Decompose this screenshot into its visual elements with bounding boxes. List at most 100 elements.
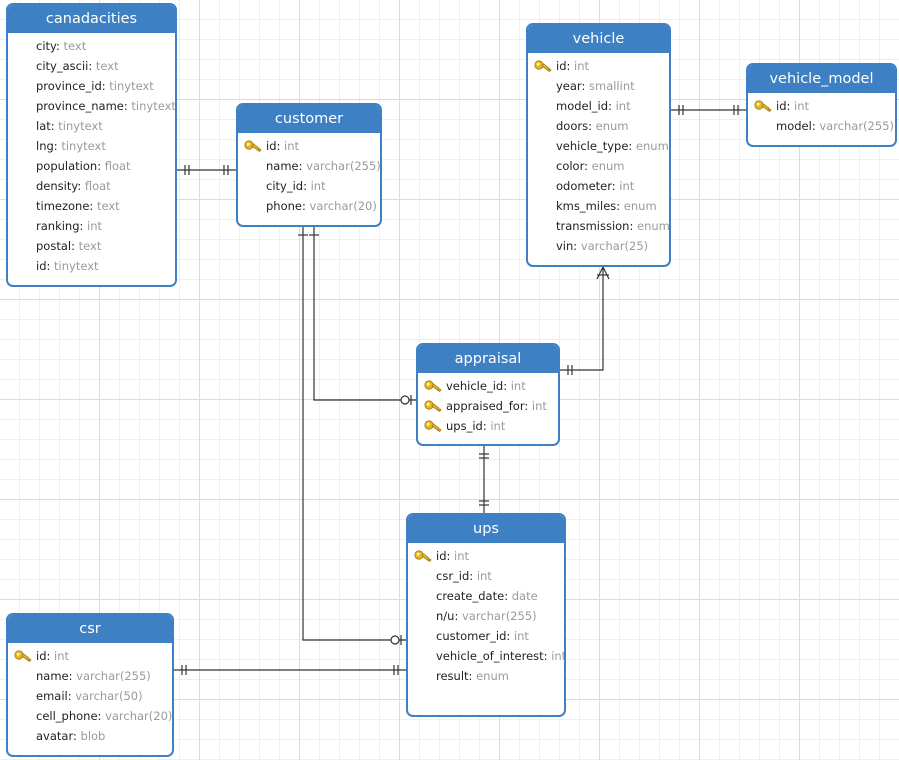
- field-text: population: float: [36, 156, 131, 176]
- field-name: avatar: [36, 729, 73, 743]
- field-row[interactable]: city_ascii: text: [8, 56, 175, 76]
- field-row[interactable]: model_id: int: [528, 96, 669, 116]
- field-name: city: [36, 39, 56, 53]
- field-row[interactable]: id: int: [8, 646, 172, 666]
- field-text: doors: enum: [556, 116, 628, 136]
- field-row[interactable]: doors: enum: [528, 116, 669, 136]
- field-row[interactable]: name: varchar(255): [8, 666, 172, 686]
- field-type: int: [310, 179, 326, 193]
- field-row[interactable]: id: tinytext: [8, 256, 175, 276]
- entity-title: customer: [238, 105, 380, 133]
- field-separator: :: [628, 139, 636, 153]
- field-row[interactable]: year: smallint: [528, 76, 669, 96]
- field-row[interactable]: province_name: tinytext: [8, 96, 175, 116]
- field-row[interactable]: vehicle_id: int: [418, 376, 558, 396]
- field-row[interactable]: result: enum: [408, 666, 564, 686]
- primary-key-icon: [424, 379, 442, 393]
- field-name: name: [36, 669, 69, 683]
- field-row[interactable]: color: enum: [528, 156, 669, 176]
- field-text: kms_miles: enum: [556, 196, 657, 216]
- field-type: varchar(50): [75, 689, 143, 703]
- field-separator: :: [581, 79, 589, 93]
- field-separator: :: [79, 219, 88, 233]
- field-row[interactable]: model: varchar(255): [748, 116, 895, 136]
- field-row[interactable]: population: float: [8, 156, 175, 176]
- field-row[interactable]: vin: varchar(25): [528, 236, 669, 256]
- field-row[interactable]: ranking: int: [8, 216, 175, 236]
- field-row[interactable]: ups_id: int: [418, 416, 558, 436]
- field-row[interactable]: csr_id: int: [408, 566, 564, 586]
- field-separator: :: [123, 99, 132, 113]
- field-type: int: [531, 399, 547, 413]
- field-name: email: [36, 689, 68, 703]
- field-type: varchar(255): [76, 669, 151, 683]
- field-text: timezone: text: [36, 196, 120, 216]
- field-separator: :: [504, 589, 512, 603]
- field-row[interactable]: name: varchar(255): [238, 156, 380, 176]
- field-text: city: text: [36, 36, 86, 56]
- field-row[interactable]: create_date: date: [408, 586, 564, 606]
- field-separator: :: [611, 179, 620, 193]
- field-name: kms_miles: [556, 199, 617, 213]
- field-type: tinytext: [131, 99, 176, 113]
- field-row[interactable]: postal: text: [8, 236, 175, 256]
- field-separator: :: [276, 139, 285, 153]
- field-type: varchar(255): [461, 609, 537, 623]
- zero-marker: [390, 635, 400, 645]
- field-row[interactable]: email: varchar(50): [8, 686, 172, 706]
- field-row[interactable]: lat: tinytext: [8, 116, 175, 136]
- field-separator: :: [89, 199, 97, 213]
- field-name: customer_id: [436, 629, 507, 643]
- field-name: transmission: [556, 219, 630, 233]
- field-row[interactable]: kms_miles: enum: [528, 196, 669, 216]
- field-row[interactable]: vehicle_of_interest: int: [408, 646, 564, 666]
- field-type: varchar(255): [819, 119, 894, 133]
- entity-title: csr: [8, 615, 172, 643]
- field-row[interactable]: province_id: tinytext: [8, 76, 175, 96]
- field-name: ranking: [36, 219, 80, 233]
- field-name: id: [776, 99, 787, 113]
- field-text: lng: tinytext: [36, 136, 106, 156]
- field-row[interactable]: id: int: [748, 96, 895, 116]
- field-text: customer_id: int: [436, 626, 529, 646]
- field-row[interactable]: avatar: blob: [8, 726, 172, 746]
- field-text: model_id: int: [556, 96, 631, 116]
- field-row[interactable]: id: int: [238, 136, 380, 156]
- field-separator: :: [454, 609, 462, 623]
- field-row[interactable]: odometer: int: [528, 176, 669, 196]
- field-row[interactable]: customer_id: int: [408, 626, 564, 646]
- field-separator: :: [524, 399, 532, 413]
- field-text: vehicle_type: enum: [556, 136, 669, 156]
- field-row[interactable]: city: text: [8, 36, 175, 56]
- field-separator: :: [101, 79, 110, 93]
- primary-key-icon: [424, 419, 442, 433]
- field-name: color: [556, 159, 585, 173]
- field-row[interactable]: n/u: varchar(255): [408, 606, 564, 626]
- field-separator: :: [468, 669, 477, 683]
- entity-title: appraisal: [418, 345, 558, 373]
- field-name: province_id: [36, 79, 102, 93]
- field-row[interactable]: cell_phone: varchar(20): [8, 706, 172, 726]
- field-row[interactable]: appraised_for: int: [418, 396, 558, 416]
- field-row[interactable]: lng: tinytext: [8, 136, 175, 156]
- field-row[interactable]: id: int: [528, 56, 669, 76]
- field-row[interactable]: vehicle_type: enum: [528, 136, 669, 156]
- field-row[interactable]: transmission: enum: [528, 216, 669, 236]
- field-name: id: [556, 59, 567, 73]
- field-type: int: [87, 219, 103, 233]
- field-row[interactable]: timezone: text: [8, 196, 175, 216]
- field-name: year: [556, 79, 582, 93]
- field-row[interactable]: phone: varchar(20): [238, 196, 380, 216]
- field-row[interactable]: city_id: int: [238, 176, 380, 196]
- field-separator: :: [446, 549, 455, 563]
- field-type: int: [615, 99, 631, 113]
- field-row[interactable]: id: int: [408, 546, 564, 566]
- field-row[interactable]: density: float: [8, 176, 175, 196]
